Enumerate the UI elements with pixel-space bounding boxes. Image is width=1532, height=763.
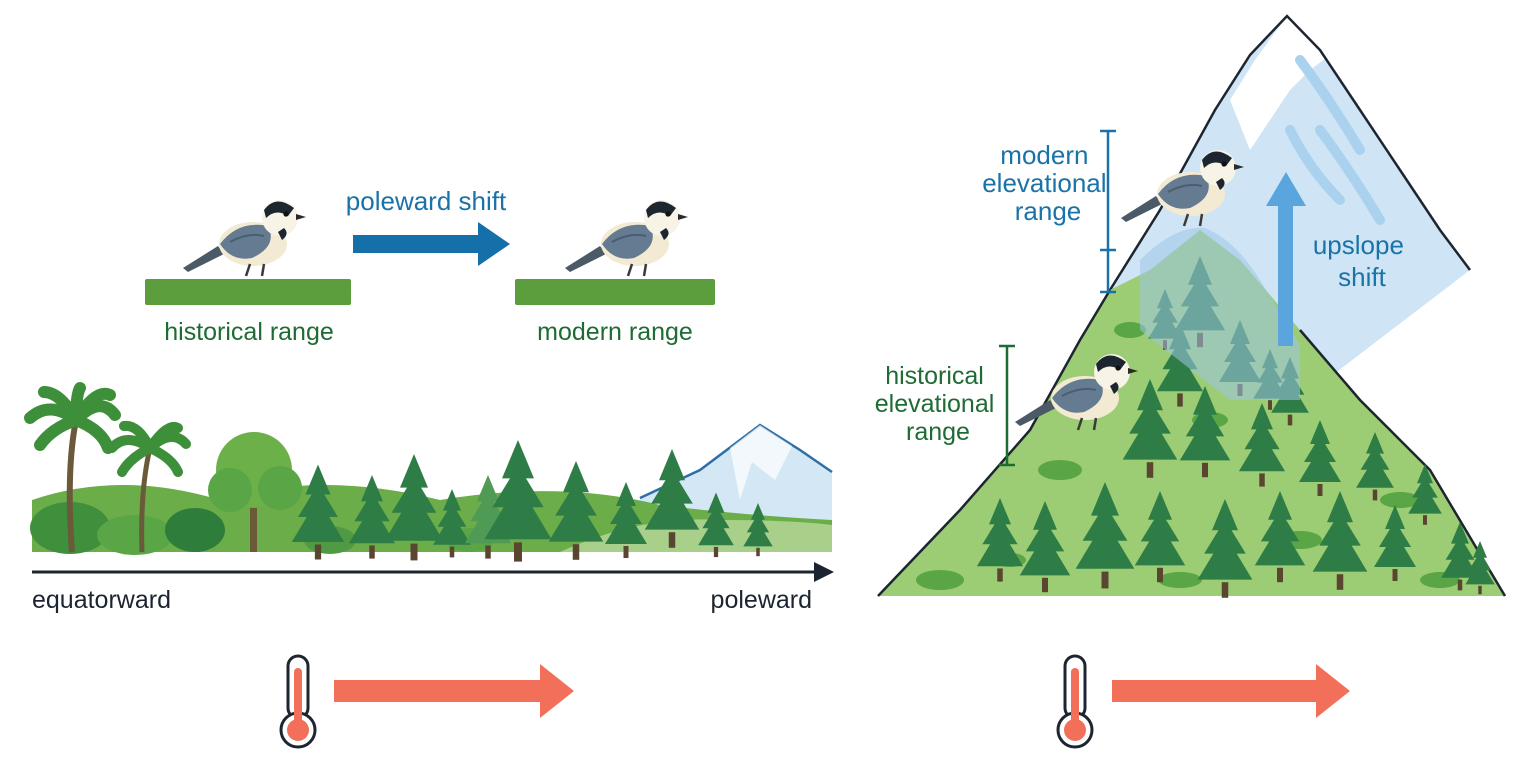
warming-arrow (1112, 664, 1350, 718)
warming-arrow (334, 664, 574, 718)
thermometer-icon (1056, 654, 1094, 749)
thermometer-icon (279, 654, 317, 749)
chickadee-icon (563, 198, 690, 278)
chickadee-icon (181, 198, 308, 278)
latitude-landscape (24, 382, 833, 562)
modern-elevational-range-label: modern elevational range (982, 140, 1114, 226)
palm-tree-icon (24, 382, 121, 553)
poleward-shift-arrow (353, 222, 510, 266)
upslope-arrow (1266, 172, 1306, 346)
latitude-axis (32, 562, 834, 582)
elevation-panel: modern elevational range historical elev… (875, 14, 1507, 749)
historical-elevational-range-label: historical elevational range (875, 362, 1001, 446)
modern-range-label: modern range (537, 318, 693, 346)
modern-range-bar (515, 279, 715, 305)
broadleaf-tree-icon (208, 432, 302, 552)
modern-range-band (1140, 227, 1300, 400)
forested-mountain (877, 230, 1507, 598)
historical-range-bar (145, 279, 351, 305)
modern-range-bracket (1100, 129, 1116, 294)
equatorward-label: equatorward (32, 586, 171, 614)
poleward-shift-label: poleward shift (346, 186, 507, 216)
poleward-label: poleward (711, 586, 812, 614)
historical-range-bracket (999, 344, 1015, 467)
palm-tree-icon (107, 420, 191, 553)
historical-range-label: historical range (164, 318, 334, 346)
latitude-panel: poleward shift historical range modern r… (24, 186, 834, 749)
upslope-shift-label: upslope shift (1313, 230, 1411, 292)
